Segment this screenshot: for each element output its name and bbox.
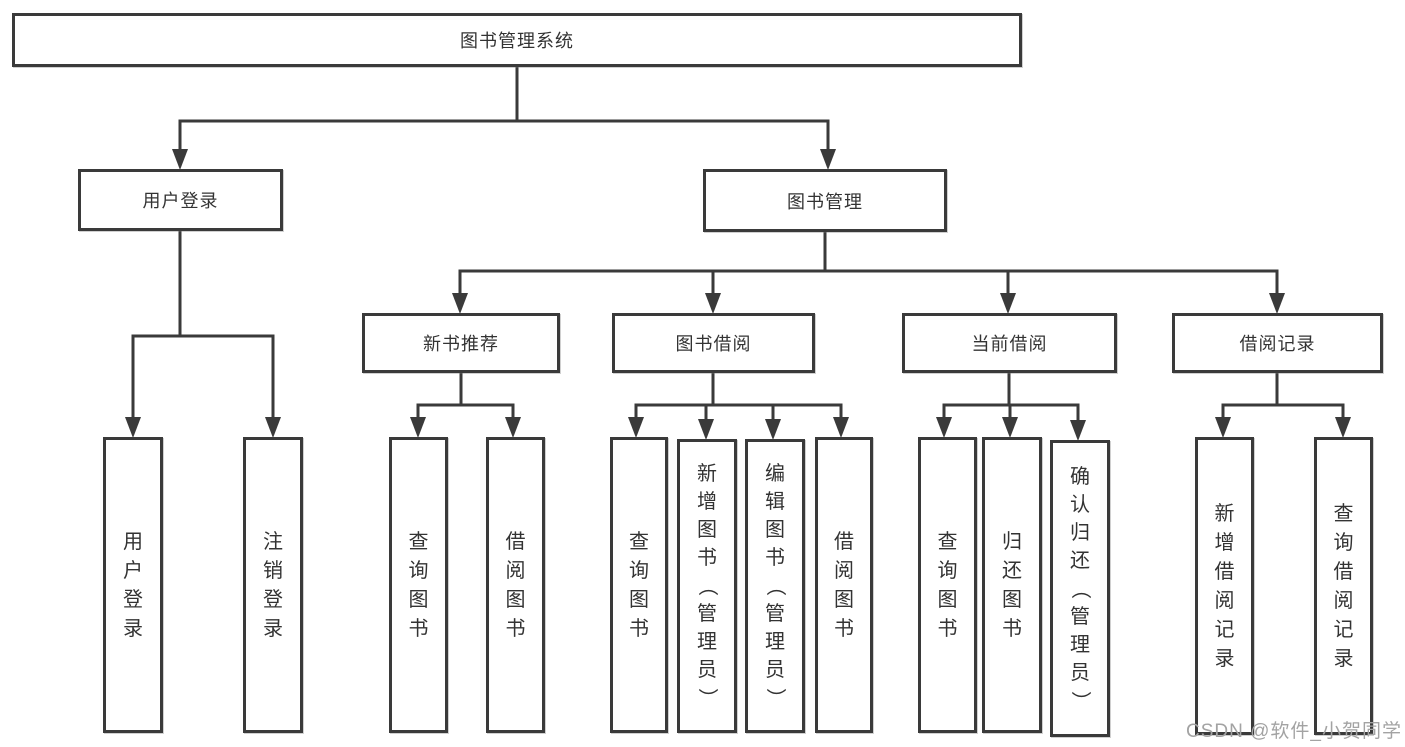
node-label-char: 还 [1002,559,1022,582]
node-label: 用户登录 [142,191,219,211]
node-leaf-borrow-book-1: 借阅图书 [486,437,545,733]
node-label-char: 书 [408,617,429,640]
node-label: 图书管理系统 [460,31,574,51]
node-label-char: 员 [765,659,785,681]
node-label-char: 销 [263,559,283,582]
node-current-borrow: 当前借阅 [902,313,1117,373]
node-label-char: 辑 [765,491,785,513]
node-borrow-records: 借阅记录 [1172,313,1383,373]
node-label-char: ） [696,688,718,708]
node-label-char: 书 [765,547,785,569]
node-label-char: 管 [697,603,717,625]
node-label-char: 记 [1214,618,1235,641]
node-label-char: 书 [505,617,526,640]
node-label-char: 新 [1214,502,1235,525]
node-label-char: 借 [505,530,526,553]
node-label: 当前借阅 [971,334,1048,354]
node-label-char: 阅 [505,559,526,582]
node-label-char: 员 [1070,661,1090,684]
node-label-char: ） [1069,690,1091,711]
node-label-char: 书 [1002,617,1022,640]
node-label: 新书推荐 [423,334,499,354]
node-leaf-query-book-3: 查询图书 [918,437,977,733]
node-label-char: 图 [937,588,958,611]
node-root: 图书管理系统 [12,13,1022,67]
node-label-char: 询 [1333,531,1354,554]
node-label-char: 查 [408,530,429,553]
node-label-char: 书 [937,617,958,640]
node-label-char: 阅 [834,559,854,582]
node-leaf-user-login: 用户登录 [103,437,163,733]
node-label-char: （ [1069,578,1091,599]
node-label-char: 管 [1070,605,1090,628]
node-leaf-query-record: 查询借阅记录 [1314,437,1373,735]
node-leaf-query-book-2: 查询图书 [610,437,668,733]
node-label-char: 查 [629,530,649,553]
node-label-char: 编 [765,463,785,485]
node-leaf-borrow-book-2: 借阅图书 [815,437,873,733]
node-leaf-return-book: 归还图书 [982,437,1042,733]
node-label-char: 询 [408,559,429,582]
node-label-char: 图 [408,588,429,611]
node-label-char: 归 [1070,521,1090,544]
node-label-char: 书 [697,547,717,569]
node-label-char: 登 [123,588,143,611]
node-label: 借阅记录 [1239,334,1316,354]
node-book-mgmt: 图书管理 [703,169,947,232]
node-book-borrow: 图书借阅 [612,313,815,373]
node-label-char: （ [696,576,718,596]
node-label-char: 确 [1070,465,1090,488]
node-label-char: 书 [834,617,854,640]
node-label-char: 用 [123,530,143,553]
node-label-char: 书 [629,617,649,640]
node-label-char: 查 [1333,502,1354,525]
node-leaf-add-book: 新增图书 （ 管理员 ） [677,439,737,733]
node-label-char: 图 [505,588,526,611]
node-label-char: 理 [765,631,785,653]
node-label-char: 阅 [1214,589,1235,612]
node-new-book-rec: 新书推荐 [362,313,560,373]
node-user-login: 用户登录 [78,169,283,231]
node-label-char: 增 [1214,531,1235,554]
node-label-char: 登 [263,588,283,611]
node-label-char: 注 [263,530,283,553]
node-label-char: 增 [697,491,717,513]
node-label-char: 管 [765,603,785,625]
node-label-char: 理 [1070,633,1090,656]
node-label: 图书借阅 [675,334,752,354]
node-label-char: 认 [1070,493,1090,516]
node-leaf-logout: 注销登录 [243,437,303,733]
node-label-char: 图 [697,519,717,541]
node-label-char: 还 [1070,549,1090,572]
node-leaf-add-record: 新增借阅记录 [1195,437,1254,735]
node-label-char: 图 [1002,588,1022,611]
node-label-char: 录 [123,617,143,640]
node-leaf-edit-book: 编辑图书 （ 管理员 ） [745,439,805,733]
node-label-char: 借 [834,530,854,553]
node-label-char: 阅 [1333,589,1354,612]
node-label-char: 借 [1333,560,1354,583]
node-label-char: 新 [697,463,717,485]
node-label-char: 图 [765,519,785,541]
node-label-char: 图 [629,588,649,611]
node-label-char: 询 [629,559,649,582]
node-label-char: 询 [937,559,958,582]
node-label: 图书管理 [787,191,863,212]
node-label-char: 借 [1214,560,1235,583]
node-label-char: ） [764,688,786,708]
node-label-char: 记 [1333,618,1354,641]
watermark: CSDN @软件_小贺同学 [1186,721,1402,742]
node-label-char: 理 [697,631,717,653]
node-label-char: 归 [1002,530,1022,553]
node-leaf-confirm-return: 确认归还 （ 管理员 ） [1050,440,1110,737]
node-label-char: 录 [1333,647,1354,670]
node-label-char: 图 [834,588,854,611]
node-label-char: （ [764,576,786,596]
node-label-char: 录 [1214,647,1235,670]
node-leaf-query-book-1: 查询图书 [389,437,448,733]
node-label-char: 录 [263,617,283,640]
node-label-char: 查 [937,530,958,553]
node-label-char: 员 [697,659,717,681]
node-label-char: 户 [123,559,143,582]
